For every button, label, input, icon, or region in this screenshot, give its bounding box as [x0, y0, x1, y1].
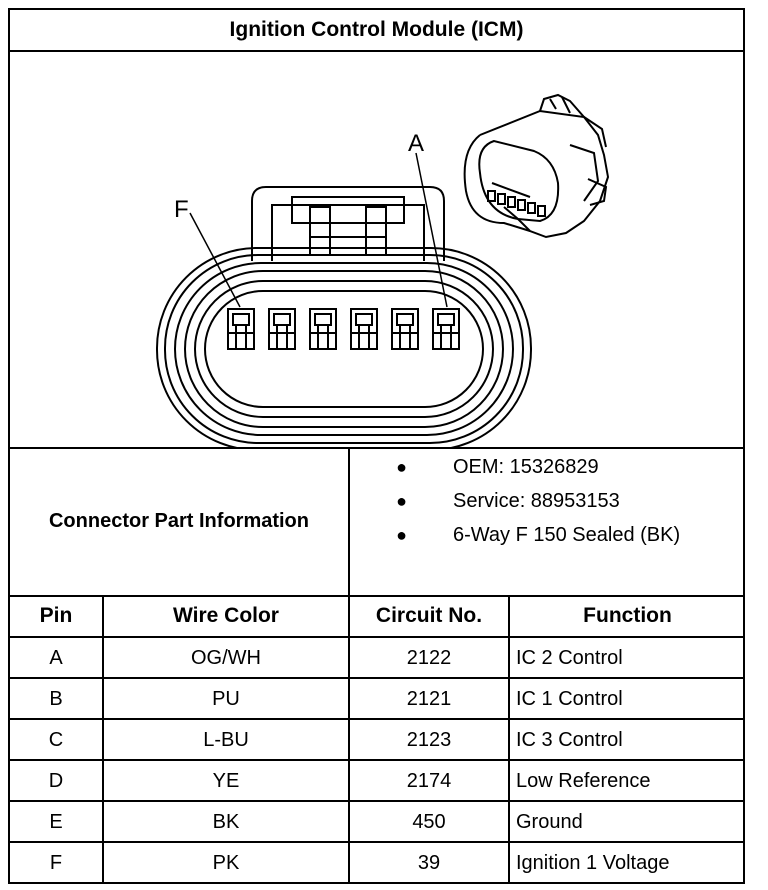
- cell-circuit-no: 2121: [406, 687, 452, 710]
- header-function: Function: [583, 604, 672, 627]
- pin-f-label: F: [174, 196, 189, 223]
- divider: [348, 595, 350, 884]
- divider: [10, 595, 743, 597]
- cell-wire-color: PK: [212, 851, 240, 874]
- cell-function: Ground: [516, 810, 583, 833]
- page-title: Ignition Control Module (ICM): [229, 18, 524, 41]
- cell-pin: F: [49, 851, 63, 874]
- cell-circuit-no: 450: [412, 810, 446, 833]
- bullet-icon: ●: [396, 490, 407, 511]
- cell-function: Low Reference: [516, 769, 651, 792]
- divider: [10, 677, 743, 679]
- part-info-text: Service: 88953153: [453, 489, 620, 512]
- connector-sheet: Ignition Control Module (ICM): [8, 8, 745, 884]
- divider: [10, 759, 743, 761]
- part-info-text: OEM: 15326829: [453, 455, 599, 478]
- cell-circuit-no: 2123: [406, 728, 452, 751]
- divider: [508, 595, 510, 884]
- divider: [10, 841, 743, 843]
- cell-pin: A: [49, 646, 63, 669]
- cell-function: Ignition 1 Voltage: [516, 851, 670, 874]
- cell-pin: D: [48, 769, 64, 792]
- cell-pin: B: [49, 687, 63, 710]
- cell-pin: C: [48, 728, 64, 751]
- cell-wire-color: PU: [212, 687, 240, 710]
- cell-circuit-no: 2174: [406, 769, 452, 792]
- connector-part-info-list: ● OEM: 15326829 ● Service: 88953153 ● 6-Way…: [350, 450, 745, 552]
- divider: [10, 718, 743, 720]
- cell-circuit-no: 39: [417, 851, 441, 874]
- divider: [10, 800, 743, 802]
- divider: [348, 447, 350, 595]
- connector-3d-view: [463, 93, 610, 239]
- bullet-icon: ●: [396, 456, 407, 477]
- divider: [10, 447, 743, 449]
- list-item: ● OEM: 15326829: [350, 450, 745, 484]
- header-circuit-no: Circuit No.: [375, 604, 483, 627]
- cell-function: IC 1 Control: [516, 687, 623, 710]
- cell-pin: E: [49, 810, 63, 833]
- connector-diagram: F A: [156, 93, 610, 447]
- cell-wire-color: BK: [212, 810, 240, 833]
- divider: [10, 636, 743, 638]
- cell-function: IC 2 Control: [516, 646, 623, 669]
- part-info-text: 6-Way F 150 Sealed (BK): [453, 523, 681, 546]
- connector-part-info-label: Connector Part Information: [48, 509, 309, 532]
- list-item: ● 6-Way F 150 Sealed (BK): [350, 518, 745, 552]
- cell-circuit-no: 2122: [406, 646, 452, 669]
- cell-wire-color: YE: [212, 769, 240, 792]
- cell-wire-color: L-BU: [203, 728, 249, 751]
- divider: [10, 50, 743, 52]
- pin-a-label: A: [408, 130, 424, 157]
- header-pin: Pin: [39, 604, 73, 627]
- bullet-icon: ●: [396, 524, 407, 545]
- cell-wire-color: OG/WH: [191, 646, 261, 669]
- cell-function: IC 3 Control: [516, 728, 623, 751]
- divider: [102, 595, 104, 884]
- header-wire-color: Wire Color: [173, 604, 279, 627]
- list-item: ● Service: 88953153: [350, 484, 745, 518]
